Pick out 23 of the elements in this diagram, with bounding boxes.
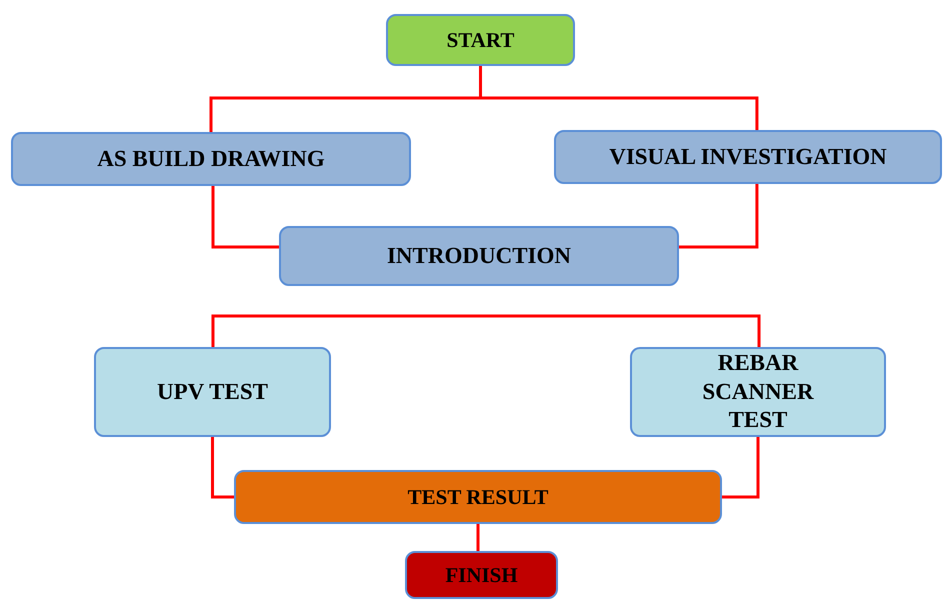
process-box [279,226,679,286]
connector-line [479,66,758,130]
box-label: VISUAL INVESTIGATION [608,142,888,171]
connector-line [211,437,234,498]
box-label: AS BUILD DRAWING [96,144,326,173]
box-label: START [446,26,516,54]
box-label: FINISH [444,562,519,588]
process-box [94,347,331,437]
process-box [405,551,558,599]
box-label: UPV TEST [156,378,269,406]
process-box [234,470,722,524]
box-label: REBAR SCANNER TEST [701,348,815,434]
connector-line [211,314,761,347]
box-label: TEST RESULT [406,484,550,510]
process-box [630,347,886,437]
connector-line [679,184,758,248]
process-box [386,14,575,66]
process-box [554,130,942,184]
connector-line [476,524,480,551]
connector-line [212,186,279,248]
connector-line [722,437,760,498]
process-box [11,132,411,186]
box-label: INTRODUCTION [386,242,572,270]
